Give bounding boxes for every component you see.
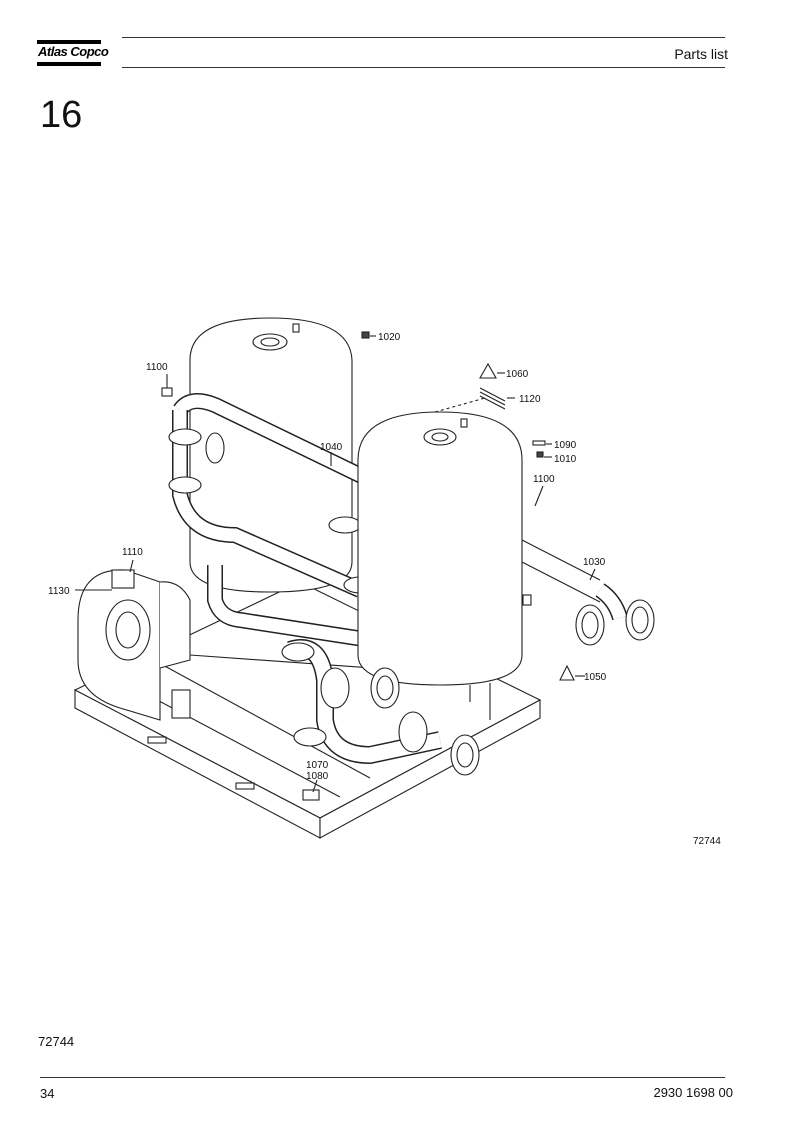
lower-piping [281,639,480,776]
section-number: 16 [40,94,83,136]
warning-decal-1060 [479,362,497,379]
callout-1050: 1050 [584,672,607,683]
callout-1080: 1080 [306,771,329,782]
callout-1090: 1090 [554,440,577,451]
logo-text: Atlas Copco [38,44,109,59]
base-frame [73,581,542,839]
footer-rule [40,1077,725,1078]
callout-1070: 1070 [306,760,329,771]
logo-bar-bottom [37,62,101,66]
callout-1100-right: 1100 [533,474,555,485]
header-rule-bottom [122,67,725,68]
decal-1010 [536,451,544,458]
warning-decal-1050 [559,664,575,681]
drawing-number: 72744 [693,836,721,847]
callout-1130: 1130 [48,586,70,597]
logo-bar-top [37,40,101,44]
exploded-parts-drawing: 1020 1100 1060 1120 1040 1090 1010 1100 … [48,317,655,839]
page-number: 34 [40,1086,55,1101]
header-title: Parts list [674,46,728,62]
callout-1030: 1030 [583,557,606,568]
callout-1120: 1120 [519,394,541,405]
callout-1020: 1020 [378,332,401,343]
callout-1060: 1060 [506,369,529,380]
header-rule-top [122,37,725,38]
callout-1100-left: 1100 [146,362,168,373]
figure-caption: 72744 [38,1034,75,1049]
outlet-pipe [521,539,655,646]
vessel-left [189,317,353,593]
callout-1010: 1010 [554,454,577,465]
decal-1020 [361,331,370,339]
blower-fan [77,569,191,721]
atlas-copco-logo: Atlas Copco [37,40,109,68]
vessel-right [357,411,532,720]
decal-1090 [532,440,546,446]
document-number: 2930 1698 00 [653,1085,733,1100]
decal-1120 [479,387,506,410]
callout-1110: 1110 [122,547,143,558]
callout-1040: 1040 [320,442,343,453]
decal-1080 [302,789,320,801]
decal-1100-left [161,387,173,397]
decal-1110 [111,569,135,589]
